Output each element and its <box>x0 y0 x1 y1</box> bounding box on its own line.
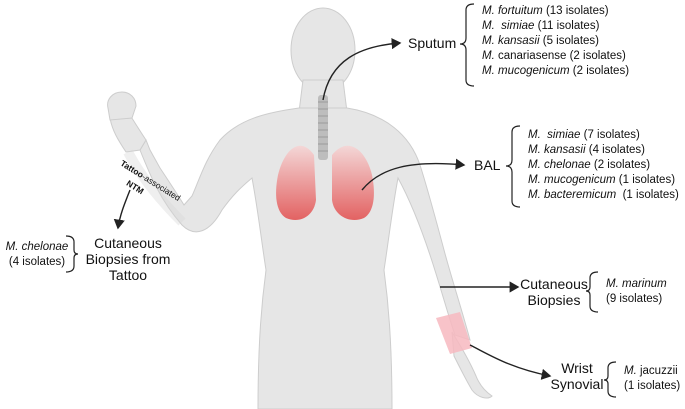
sputum-isolate-row: M. canariasense (2 isolates) <box>482 50 626 62</box>
bal-isolate-list: M. simiae (7 isolates) M. kansasii (4 is… <box>520 128 679 203</box>
arrow-bal <box>361 158 466 191</box>
tattoo-region <box>123 149 186 226</box>
braces <box>65 3 617 398</box>
tattoo-isolate-list: M. chelonae (4 isolates) <box>5 241 69 268</box>
sputum-isolate-row: M. simiae (11 isolates) <box>482 20 600 32</box>
arrow-sputum <box>322 38 402 101</box>
sputum-isolate-row: M. mucogenicum (2 isolates) <box>482 65 630 77</box>
bal-isolate-row: M. simiae (7 isolates) <box>528 129 640 141</box>
wrist-highlight <box>436 312 472 354</box>
bal-isolate-row: M. bacteremicum (1 isolates) <box>528 189 679 201</box>
site-sputum: Sputum <box>408 35 457 51</box>
sputum-isolate-row: M. fortuitum (13 isolates) <box>482 5 609 17</box>
arrows <box>113 38 552 380</box>
wrist-isolate-list: M. jacuzzii (1 isolates) <box>624 365 681 392</box>
sputum-isolate-row: M. kansasii (5 isolates) <box>482 35 599 47</box>
arrow-tattoo <box>113 189 131 230</box>
bal-isolate-row: M. mucogenicum (1 isolates) <box>528 174 676 186</box>
lungs <box>276 145 374 220</box>
site-bal: BAL <box>474 157 501 173</box>
site-tattoo-biopsies: Cutaneous Biopsies from Tattoo <box>85 235 171 283</box>
sputum-isolate-list: M. fortuitum (13 isolates) M. simiae (11… <box>474 4 629 79</box>
trachea <box>318 95 328 160</box>
cutaneous-isolate-list: M. marinum (9 isolates) <box>606 278 667 305</box>
bal-isolate-row: M. chelonae (2 isolates) <box>528 159 651 171</box>
site-wrist-synovial: Wrist Synovial <box>550 360 604 392</box>
arrow-wrist <box>469 344 552 380</box>
bal-isolate-row: M. kansasii (4 isolates) <box>528 144 645 156</box>
site-cutaneous-biopsies: Cutaneous Biopsies <box>520 276 588 308</box>
